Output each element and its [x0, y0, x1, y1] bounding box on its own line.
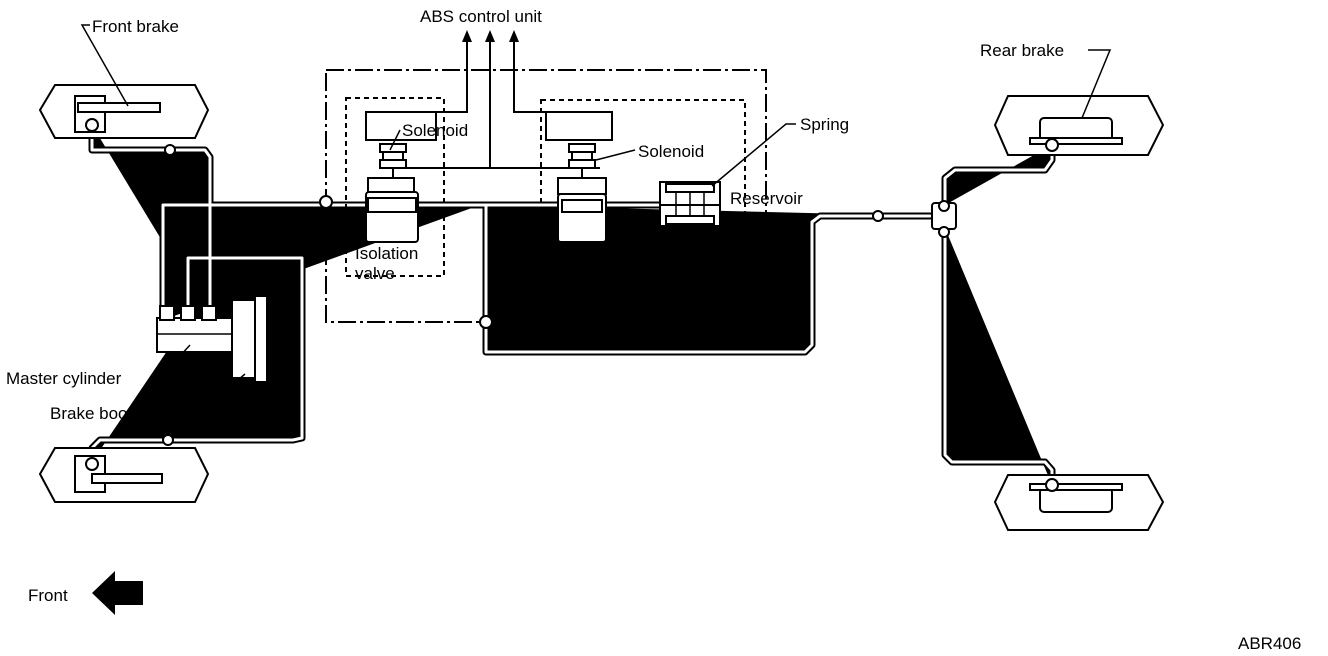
rear-left-brake: [993, 95, 1165, 156]
solenoid-left-label: Solenoid: [402, 121, 468, 140]
actuator-label: Actuator: [558, 326, 622, 345]
isolation-valve-box: [345, 97, 445, 277]
figure-code-label: ABR406: [1238, 634, 1301, 653]
reservoir-label: Reservoir: [730, 189, 803, 208]
actuator-housing: [325, 69, 767, 323]
abs-control-unit-label: ABS control unit: [420, 7, 542, 26]
dump-valve-label-line2: valve: [549, 262, 589, 281]
abs-wiring: [365, 30, 613, 169]
isolation-valve-label-line1: Isolation: [355, 244, 418, 263]
master-cylinder: [156, 305, 234, 353]
rear-brake-label: Rear brake: [980, 41, 1064, 60]
pipe-fittings: [162, 144, 957, 446]
brake-pipes: [88, 121, 1056, 489]
brake-booster-label: Brake booster: [50, 404, 156, 423]
solenoid-right-label: Solenoid: [638, 142, 704, 161]
front-brake-label: Front brake: [92, 17, 179, 36]
spring-label: Spring: [800, 115, 849, 134]
front-label: Front: [28, 586, 68, 605]
isolation-valve-label-line2: valve: [355, 264, 395, 283]
front-right-brake: [38, 447, 210, 503]
dump-valve-label-line1: Dump: [549, 242, 594, 261]
brake-booster: [231, 295, 268, 383]
dump-valve-box: [540, 99, 746, 277]
rear-right-brake: [993, 474, 1165, 531]
isolation-valve: [365, 143, 419, 243]
leader-lines: [80, 24, 1112, 414]
left-arrow-icon: [92, 571, 143, 615]
reservoir: [659, 181, 721, 227]
dump-valve: [557, 143, 607, 243]
master-cylinder-label: Master cylinder: [6, 369, 122, 388]
front-left-brake: [38, 84, 210, 139]
